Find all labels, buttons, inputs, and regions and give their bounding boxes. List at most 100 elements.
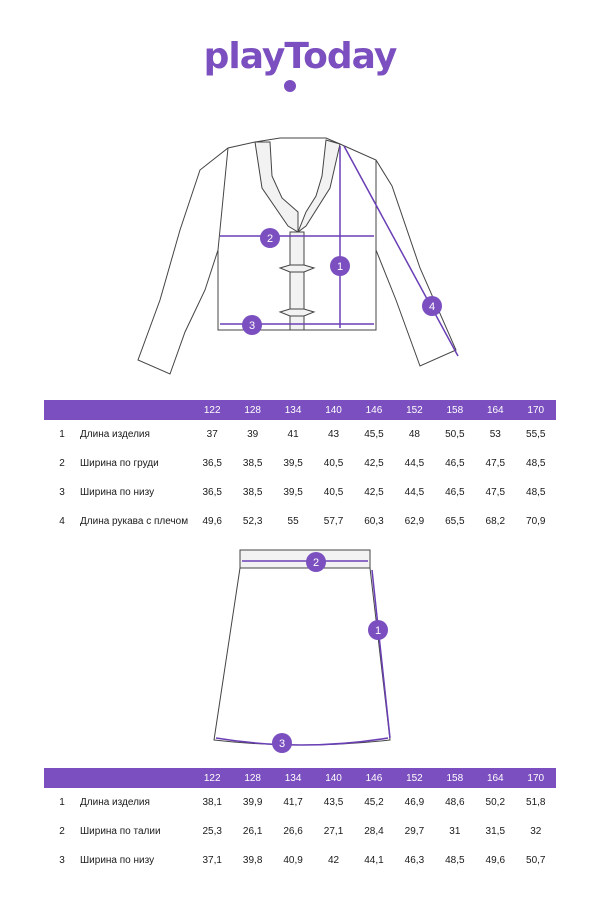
cell-value: 31,5 [485, 826, 506, 837]
size-header: 164 [475, 400, 516, 420]
size-header: 170 [515, 400, 556, 420]
cell-value: 42 [327, 855, 340, 866]
table-row: 1 Длина изделия 37 39 41 43 45,5 48 50,5… [44, 420, 556, 449]
cell-value: 28,4 [364, 826, 384, 837]
brand-logo: playToday [203, 36, 398, 77]
cell-value: 48,5 [526, 487, 546, 498]
svg-text:3: 3 [249, 320, 255, 332]
cell-value: 39,8 [242, 855, 263, 866]
cell-value: 26,6 [283, 826, 303, 837]
cardigan-sketch: 1 2 3 4 [137, 137, 459, 375]
row-number: 4 [59, 516, 65, 527]
cardigan-tie-top [278, 264, 316, 273]
cell-value: 40,5 [323, 487, 344, 498]
row-label: Длина изделия [80, 797, 150, 808]
row-number: 2 [59, 458, 65, 469]
cardigan-body-outline [137, 137, 457, 375]
cell-value: 48 [408, 429, 420, 440]
size-header: 158 [434, 768, 476, 788]
size-header: 128 [232, 768, 273, 788]
cell-value: 57,7 [323, 516, 344, 527]
cell-value: 49,6 [485, 855, 506, 866]
cell-value: 47,5 [485, 487, 506, 498]
cell-value: 43 [327, 429, 340, 440]
cell-value: 42,5 [364, 458, 384, 469]
row-label: Ширина по талии [80, 826, 161, 837]
cell-value: 46,5 [445, 458, 465, 469]
size-header: 158 [434, 400, 476, 420]
size-header: 122 [192, 400, 233, 420]
cell-value: 47,5 [485, 458, 506, 469]
cell-value: 43,5 [323, 797, 344, 808]
svg-text:2: 2 [267, 233, 273, 245]
cell-value: 50,7 [526, 855, 546, 866]
cell-value: 40,5 [323, 458, 344, 469]
brand-logo-dot [284, 80, 296, 92]
size-header: 152 [394, 768, 435, 788]
cell-value: 29,7 [404, 826, 425, 837]
cell-value: 40,9 [283, 855, 303, 866]
cell-value: 60,3 [364, 516, 384, 527]
table-row: 2 Ширина по талии 25,3 26,1 26,6 27,1 28… [44, 817, 556, 846]
size-header-row: 122 128 134 140 146 152 158 164 170 [44, 400, 556, 420]
cell-value: 39,9 [242, 797, 263, 808]
cardigan-size-table: 122 128 134 140 146 152 158 164 170 1 Дл… [44, 400, 556, 536]
cell-value: 39,5 [283, 487, 303, 498]
cardigan-measure-line-4 [343, 145, 459, 357]
cell-value: 25,3 [202, 826, 222, 837]
row-label: Ширина по груди [80, 458, 159, 469]
cell-value: 27,1 [323, 826, 344, 837]
cell-value: 46,5 [445, 487, 465, 498]
cell-value: 51,8 [526, 797, 546, 808]
skirt-sketch: 2 1 3 [213, 549, 391, 753]
cell-value: 38,5 [242, 487, 263, 498]
table-row: 2 Ширина по груди 36,5 38,5 39,5 40,5 42… [44, 449, 556, 478]
cell-value: 36,5 [202, 487, 222, 498]
cell-value: 41,7 [283, 797, 303, 808]
row-number: 3 [59, 855, 65, 866]
cardigan-collar-right [296, 139, 341, 234]
table-row: 1 Длина изделия 38,1 39,9 41,7 43,5 45,2… [44, 788, 556, 817]
cardigan-tie-bottom [278, 308, 316, 317]
cell-value: 50,5 [445, 429, 465, 440]
cell-value: 44,5 [404, 487, 425, 498]
size-header: 146 [353, 400, 395, 420]
table-row: 3 Ширина по низу 37,1 39,8 40,9 42 44,1 … [44, 846, 556, 875]
row-number: 2 [59, 826, 65, 837]
cell-value: 26,1 [242, 826, 263, 837]
size-header: 134 [272, 400, 314, 420]
cell-value: 44,5 [404, 458, 425, 469]
size-header: 146 [353, 768, 395, 788]
cardigan-marker-1: 1 [330, 256, 350, 276]
row-number: 1 [59, 429, 65, 440]
cell-value: 70,9 [526, 516, 546, 527]
size-header: 134 [272, 768, 314, 788]
skirt-size-table: 122 128 134 140 146 152 158 164 170 1 Дл… [44, 768, 556, 875]
cell-value: 49,6 [202, 516, 222, 527]
cell-value: 39 [247, 429, 259, 440]
cell-value: 46,3 [404, 855, 425, 866]
cardigan-collar-left [254, 141, 299, 233]
table-row: 3 Ширина по низу 36,5 38,5 39,5 40,5 42,… [44, 478, 556, 507]
cell-value: 68,2 [485, 516, 506, 527]
skirt-outline [213, 567, 391, 746]
table-row: 4 Длина рукава с плечом 49,6 52,3 55 57,… [44, 507, 556, 536]
cell-value: 55 [287, 516, 299, 527]
row-label: Длина изделия [80, 429, 150, 440]
cell-value: 37 [206, 429, 218, 440]
row-number: 1 [59, 797, 65, 808]
cell-value: 44,1 [364, 855, 384, 866]
row-label: Ширина по низу [80, 487, 155, 498]
cell-value: 41 [287, 429, 299, 440]
cell-value: 39,5 [283, 458, 303, 469]
cell-value: 46,9 [404, 797, 425, 808]
size-header: 140 [313, 400, 354, 420]
size-header-row: 122 128 134 140 146 152 158 164 170 [44, 768, 556, 788]
cardigan-placket [289, 231, 305, 331]
cell-value: 38,1 [202, 797, 222, 808]
cell-value: 32 [530, 826, 542, 837]
row-label: Длина рукава с плечом [80, 516, 189, 527]
skirt-waistband [239, 549, 371, 569]
svg-text:2: 2 [313, 557, 319, 569]
cell-value: 31 [449, 826, 461, 837]
